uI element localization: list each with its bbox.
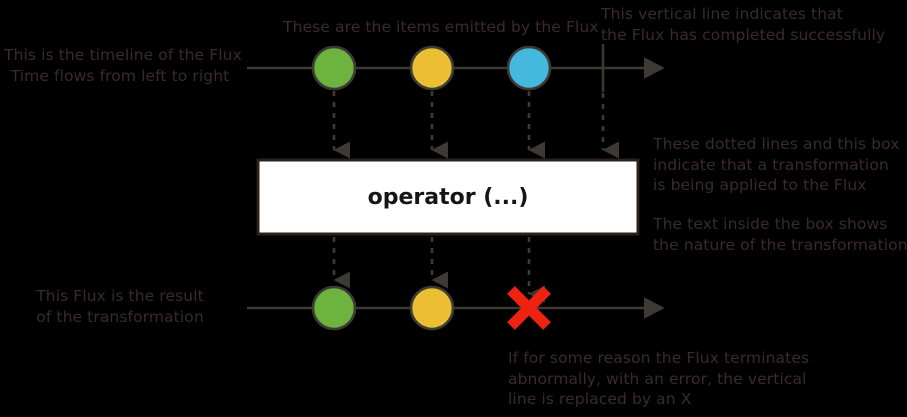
- source-marble-green[interactable]: [311, 45, 357, 91]
- operator-box[interactable]: [256, 158, 640, 236]
- result-marble-yellow[interactable]: [409, 285, 455, 331]
- error-x-icon[interactable]: [507, 286, 551, 330]
- result-timeline: [247, 285, 665, 331]
- annotation-error-note: If for some reason the Flux terminates a…: [508, 349, 810, 408]
- result-marble-green[interactable]: [311, 285, 357, 331]
- output-dotted-arrows: [332, 237, 546, 303]
- source-timeline: [247, 44, 665, 92]
- annotation-result-flux: This Flux is the result of the transform…: [36, 287, 204, 326]
- input-dotted-arrows: [332, 91, 620, 159]
- source-marble-yellow[interactable]: [409, 45, 455, 91]
- source-marble-blue[interactable]: [506, 45, 552, 91]
- annotation-items-emitted: These are the items emitted by the Flux: [283, 18, 599, 36]
- annotation-completion: This vertical line indicates that the Fl…: [601, 5, 886, 44]
- annotation-source-timeline: This is the timeline of the Flux Time fl…: [4, 46, 242, 85]
- annotation-transformation: These dotted lines and this box indicate…: [653, 135, 900, 194]
- annotation-box-text-meaning: The text inside the box shows the nature…: [653, 215, 907, 254]
